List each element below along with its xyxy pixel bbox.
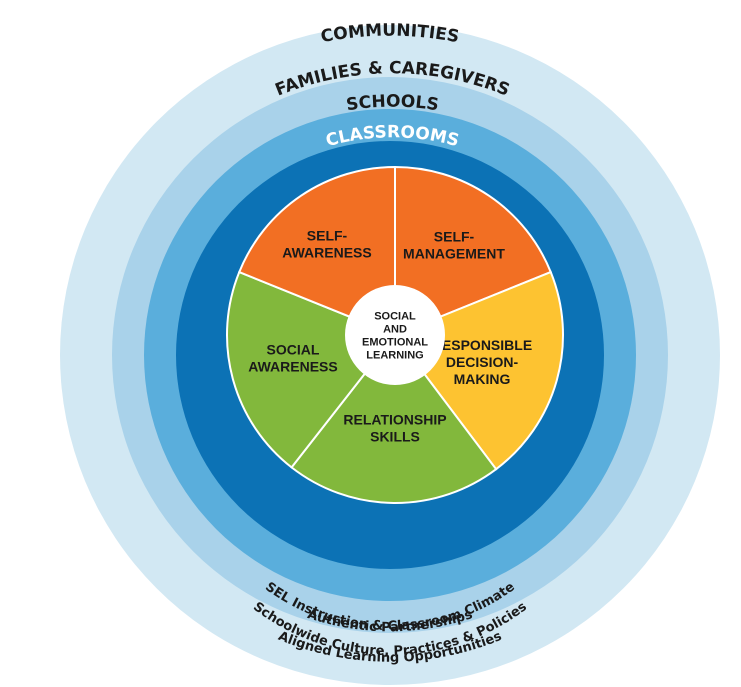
center-circle [345,285,445,385]
wedge-label-self-awareness: SELF-AWARENESS [282,228,371,261]
wedge-label-self-management: SELF-MANAGEMENT [403,229,505,262]
wedge-self-awareness [237,165,396,337]
schools-title: SCHOOLS [345,92,440,116]
wedge-relationship-skills [290,333,498,504]
wedge-self-management [394,165,553,337]
